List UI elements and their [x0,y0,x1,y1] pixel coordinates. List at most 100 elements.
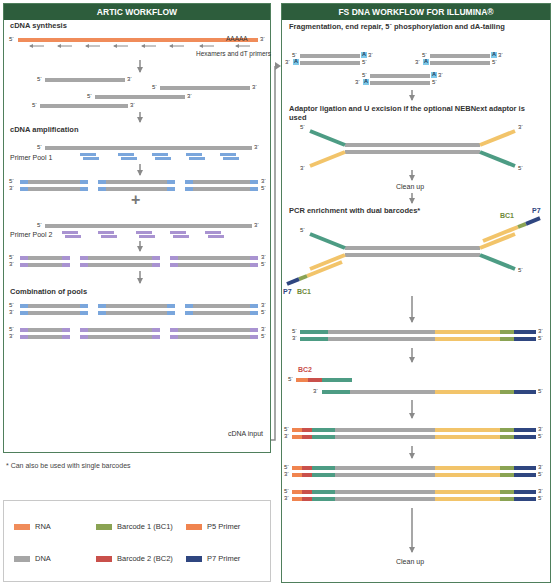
strand-end-label: 3´ [313,388,318,394]
connector-arrow [271,62,281,440]
strand-end-label: 3´ [538,426,543,432]
strand-end-label: 5´ [261,309,266,315]
strand-end-label: 5´ [32,102,37,108]
step-heading: PCR enrichment with dual barcodes* [289,207,420,215]
strand-end-label: 5´ [152,84,157,90]
connector-line [271,66,275,440]
a-overhang: A [431,72,437,78]
step-heading: cDNA synthesis [10,22,67,30]
strand-end-label: 3´ [252,84,257,90]
legend-text: Barcode 1 (BC1) [117,522,173,531]
annotation: Hexamers and dT primers [196,51,271,58]
strand-end-label: 3´ [284,471,289,477]
strand-end-label: 5´ [292,328,297,334]
legend-swatch [14,524,30,530]
strand-end-label: 5´ [37,76,42,82]
strand-end-label: 3´ [261,326,266,332]
strand-end-label: 3´ [254,222,259,228]
legend-swatch [14,556,30,562]
strand-end-label: 5´ [422,52,427,58]
bc2-primer [296,378,352,382]
strand-end-label: 5´ [9,302,14,308]
strand-end-label: 5´ [518,165,523,171]
legend-text: P7 Primer [207,554,240,563]
strand-end-label: 3´ [261,178,266,184]
strand-end-label: 3´ [9,261,14,267]
strand-end-label: 3´ [284,495,289,501]
strand-end-label: 3´ [538,488,543,494]
strand-end-label: 3´ [438,72,443,78]
strand-end-label: 5´ [538,388,543,394]
strand-end-label: 3´ [355,79,360,85]
strand-end-label: 5´ [87,93,92,99]
step-heading: Adaptor ligation and U excision if the o… [289,104,539,123]
strand-end-label: 5´ [284,488,289,494]
strand-end-label: 3´ [254,144,259,150]
strand-end-label: 5´ [432,79,437,85]
a-overhang: A [293,59,299,65]
arrow-head [275,62,281,70]
legend: RNA Barcode 1 (BC1) P5 PrimerDNA Barcode 2 … [3,500,271,582]
template-strand [45,146,252,150]
step-heading: Fragmentation, end repair, 5´ phosphoryl… [289,22,539,31]
strand-end-label: 5´ [261,261,266,267]
strand-end-label: 5´ [9,326,14,332]
primer-label: P7 [532,207,541,214]
strand-end-label: 3´ [498,52,503,58]
strand-end-label: 5´ [538,335,543,341]
strand-end-label: 5´ [37,144,42,150]
strand-end-label: 5´ [9,254,14,260]
strand-end-label: 5´ [518,267,523,273]
strand-end-label: 5´ [292,52,297,58]
connector-label: cDNA input [228,430,263,437]
legend-text: Barcode 2 (BC2) [117,554,173,563]
strand-end-label: 3´ [261,254,266,260]
legend-swatch [186,524,202,530]
panel-heading: FS DNA WORKFLOW FOR ILLUMINA® [282,4,550,20]
legend-text: RNA [35,522,51,531]
step-label: Primer Pool 2 [10,231,52,238]
strand-end-label: 3´ [518,124,523,130]
step-label: Clean up [396,183,424,190]
step-label: Primer Pool 1 [10,154,52,161]
a-overhang: A [491,52,497,58]
step-heading: cDNA amplification [10,126,78,134]
strand-end-label: 3´ [415,59,420,65]
legend-item: Barcode 2 (BC2) [96,555,173,563]
strand-end-label: 3´ [130,102,135,108]
strand-end-label: 3´ [187,93,192,99]
strand-end-label: 3´ [9,309,14,315]
strand-end-label: 3´ [260,36,265,42]
legend-text: DNA [35,554,51,563]
legend-item: P7 Primer [186,555,240,563]
a-overhang: A [361,52,367,58]
step-heading: Combination of pools [10,288,87,296]
panel-heading: ARTIC WORKFLOW [4,4,270,20]
legend-text: P5 Primer [207,522,240,531]
legend-swatch [96,524,112,530]
strand-end-label: 5´ [362,72,367,78]
strand-end-label: 5´ [362,59,367,65]
plus-sign: + [131,192,140,208]
template-strand [45,224,252,228]
legend-swatch [186,556,202,562]
strand-end-label: 5´ [538,471,543,477]
strand-end-label: 5´ [300,124,305,130]
strand-end-label: 3´ [292,335,297,341]
strand-end-label: 3´ [538,464,543,470]
strand-end-label: 5´ [284,426,289,432]
step-label: Clean up [396,558,424,565]
strand-end-label: 3´ [261,302,266,308]
annotation: AAAAA [226,36,248,43]
strand-end-label: 5´ [300,227,305,233]
strand-end-label: 5´ [492,59,497,65]
strand-end-label: 5´ [538,433,543,439]
workflow-panel: FS DNA WORKFLOW FOR ILLUMINA® [281,3,551,583]
strand-end-label: 5´ [9,36,14,42]
rna-strand [18,38,258,42]
a-overhang: A [363,79,369,85]
strand-end-label: 3´ [285,59,290,65]
strand-end-label: 3´ [9,333,14,339]
barcode-label: BC1 [500,212,514,219]
strand-end-label: 5´ [284,464,289,470]
